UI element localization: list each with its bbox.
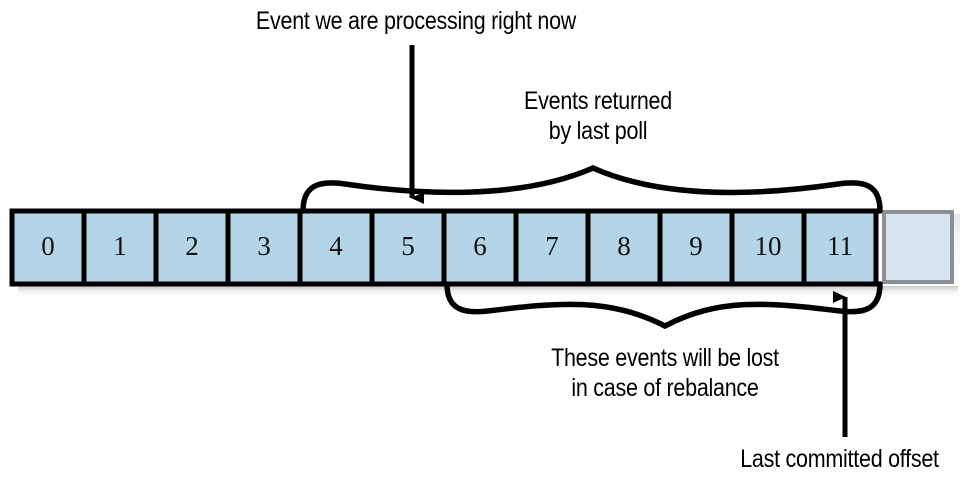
cell-label-7: 7 — [545, 231, 559, 261]
bottom-brace — [444, 281, 883, 329]
top-brace — [300, 165, 883, 214]
partition-cell-8 — [585, 208, 663, 287]
cell-label-0: 0 — [41, 231, 55, 261]
partition-cell-2 — [153, 208, 231, 287]
cell-label-11: 11 — [827, 231, 853, 261]
cell-label-10: 10 — [755, 231, 782, 261]
cell-label-1: 1 — [113, 231, 127, 261]
partition-cell-empty — [882, 210, 954, 284]
current-event-label: Event we are processing right now — [255, 7, 577, 35]
partition-cell-11 — [801, 208, 879, 287]
cell-label-5: 5 — [401, 231, 415, 261]
strip-shadow — [18, 214, 960, 298]
cell-label-6: 6 — [473, 231, 487, 261]
cell-label-2: 2 — [185, 231, 199, 261]
committed-offset-label: Last committed offset — [740, 445, 939, 473]
lost-events-label: These events will be lost in case of reb… — [551, 344, 779, 402]
partition-cells — [9, 208, 879, 287]
partition-cell-labels: 0 1 2 3 4 5 6 7 8 9 10 11 — [41, 231, 853, 261]
partition-cell-10 — [729, 208, 807, 287]
cell-label-8: 8 — [617, 231, 631, 261]
cell-label-4: 4 — [329, 231, 343, 261]
partition-cell-3 — [225, 208, 303, 287]
last-poll-label: Events returned by last poll — [524, 87, 672, 145]
cell-label-9: 9 — [689, 231, 703, 261]
cell-label-3: 3 — [257, 231, 271, 261]
partition-cell-5 — [369, 208, 447, 287]
partition-cell-6 — [441, 208, 519, 287]
partition-cell-7 — [513, 208, 591, 287]
